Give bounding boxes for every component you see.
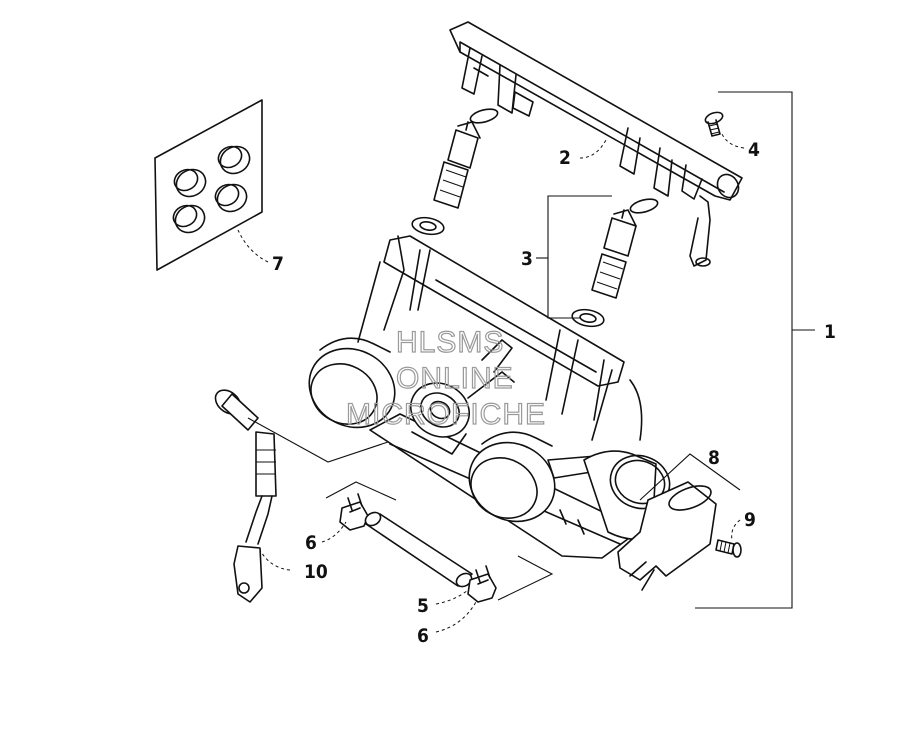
fuel-injector-upper-part-3 xyxy=(411,108,499,236)
throttle-body-assembly xyxy=(308,235,657,559)
fuel-rail-part-2 xyxy=(449,21,743,267)
callout-6-upper: 6 xyxy=(305,532,317,554)
callout-labels: 1 2 3 4 5 6 6 7 8 9 10 xyxy=(272,139,836,647)
watermark-line-1: HLSMS xyxy=(396,326,504,359)
callout-6-lower: 6 xyxy=(417,625,429,647)
sensor-harness-part-10 xyxy=(214,389,277,603)
throttle-position-sensor xyxy=(617,481,717,591)
callout-7: 7 xyxy=(272,253,284,275)
bracket-3 xyxy=(547,195,612,319)
hose-clamp-lower-part-6 xyxy=(467,565,497,603)
fuel-injector-lower-part-3 xyxy=(571,198,659,328)
callout-5: 5 xyxy=(417,595,429,617)
watermark-line-3: MICROFICHE xyxy=(346,398,546,431)
callout-1: 1 xyxy=(824,321,836,343)
callout-2: 2 xyxy=(559,147,571,169)
bracket-1 xyxy=(695,91,793,609)
gasket-sheet-part-7 xyxy=(154,99,263,271)
callout-3: 3 xyxy=(521,248,533,270)
callout-4: 4 xyxy=(748,139,760,161)
watermark: HLSMS ONLINE MICROFICHE xyxy=(345,325,546,431)
screw-part-9 xyxy=(715,539,742,558)
hose-clamp-upper-part-6 xyxy=(339,493,369,531)
callout-8: 8 xyxy=(708,447,720,469)
assembly-guide-lines xyxy=(247,417,741,601)
watermark-line-2: ONLINE xyxy=(396,362,514,395)
callout-9: 9 xyxy=(744,509,756,531)
callout-10: 10 xyxy=(304,561,328,583)
callout-leaders xyxy=(237,91,815,633)
screw-part-4 xyxy=(704,111,724,137)
hose-part-5 xyxy=(364,511,473,588)
